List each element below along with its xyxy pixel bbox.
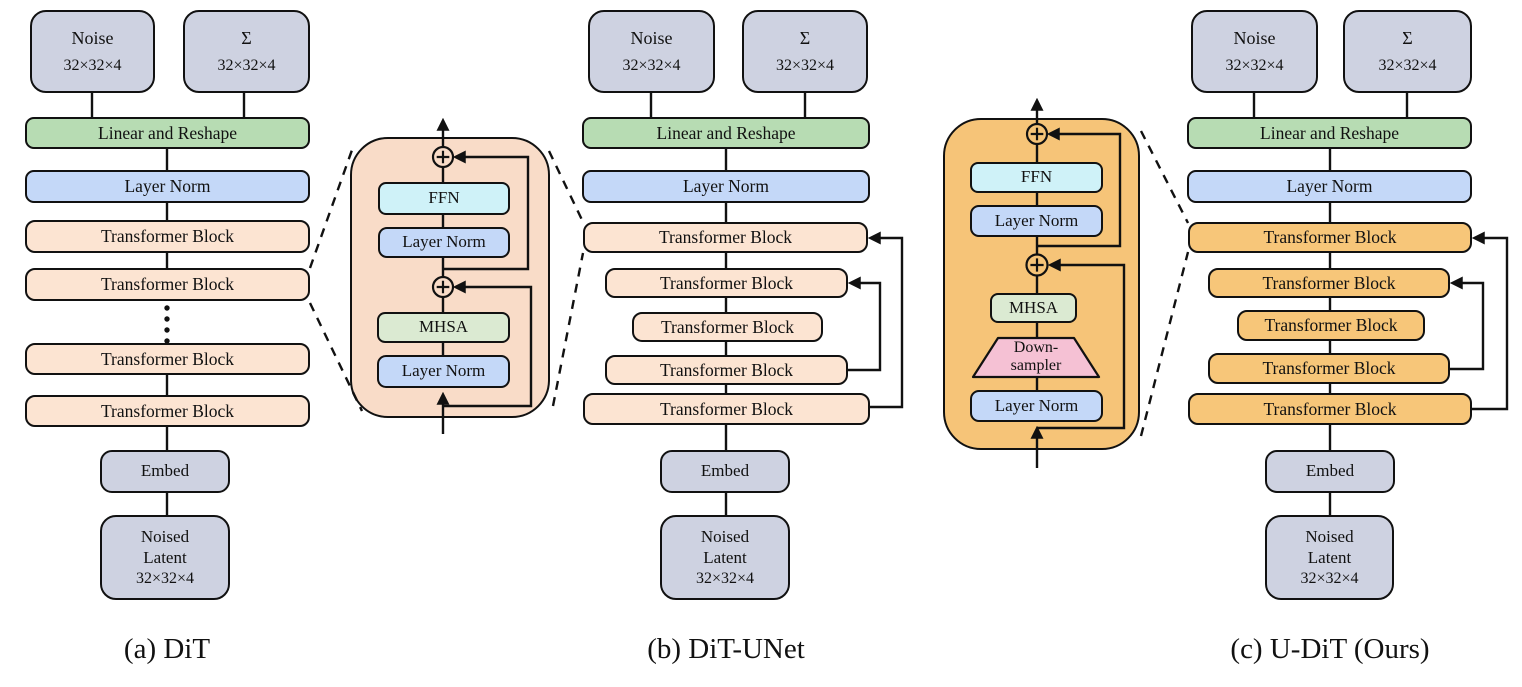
noised-line1: Noised bbox=[700, 526, 750, 546]
udit-transformer-block-2: Transformer Block bbox=[1208, 268, 1450, 298]
ellipsis-dots-icon bbox=[164, 305, 170, 344]
caption-dit: (a) DiT bbox=[123, 633, 211, 665]
circled-plus-icon bbox=[1025, 122, 1049, 146]
udit-inset-layer-norm-bottom: Layer Norm bbox=[970, 390, 1103, 422]
dit-unet-output-noise-box: Noise 32×32×4 bbox=[588, 10, 715, 93]
udit-output-noise-box: Noise 32×32×4 bbox=[1191, 10, 1318, 93]
circled-plus-icon bbox=[1025, 253, 1049, 277]
udit-inset-wires bbox=[1030, 97, 1126, 468]
zoom-dashed-lines-dit bbox=[308, 149, 585, 412]
dit-unet-layer-norm: Layer Norm bbox=[582, 170, 870, 203]
udit-transformer-block-4: Transformer Block bbox=[1208, 353, 1450, 384]
dit-unet-transformer-block-4: Transformer Block bbox=[605, 355, 848, 385]
udit-linear-reshape: Linear and Reshape bbox=[1187, 117, 1472, 149]
udit-transformer-block-1: Transformer Block bbox=[1188, 222, 1472, 253]
sigma-label: Σ bbox=[241, 27, 252, 48]
dit-transformer-block-1: Transformer Block bbox=[25, 220, 310, 253]
sigma-label: Σ bbox=[799, 27, 811, 48]
noised-line1: Noised bbox=[1305, 526, 1354, 546]
noised-line2: Latent bbox=[143, 547, 187, 567]
dit-unet-skip-connections bbox=[846, 231, 904, 409]
ffn-residual-skip bbox=[443, 150, 530, 271]
dit-unet-linear-reshape: Linear and Reshape bbox=[582, 117, 870, 149]
udit-skip-connections bbox=[1448, 231, 1509, 411]
udit-column-connectors bbox=[1252, 93, 1409, 517]
dit-unet-embed: Embed bbox=[660, 450, 790, 493]
dit-unet-transformer-block-3: Transformer Block bbox=[632, 312, 823, 342]
dit-unet-transformer-block-5: Transformer Block bbox=[583, 393, 870, 425]
zoom-dashed-lines-udit bbox=[1139, 130, 1190, 437]
mhsa-residual-skip bbox=[1037, 258, 1126, 430]
dit-column-connectors bbox=[90, 93, 246, 517]
dit-unet-transformer-block-2: Transformer Block bbox=[605, 268, 848, 298]
noised-shape: 32×32×4 bbox=[135, 570, 195, 588]
sigma-shape: 32×32×4 bbox=[217, 57, 276, 75]
noise-shape: 32×32×4 bbox=[1225, 57, 1284, 75]
noise-label: Noise bbox=[1233, 27, 1276, 48]
dit-unet-output-sigma-box: Σ 32×32×4 bbox=[742, 10, 868, 93]
caption-udit: (c) U-DiT (Ours) bbox=[1230, 633, 1430, 665]
dit-transformer-block-3: Transformer Block bbox=[25, 343, 310, 375]
udit-noised-latent-box: Noised Latent 32×32×4 bbox=[1265, 515, 1394, 600]
dit-inset-ffn: FFN bbox=[378, 182, 510, 215]
dit-unet-transformer-block-1: Transformer Block bbox=[583, 222, 868, 253]
dit-output-sigma-box: Σ 32×32×4 bbox=[183, 10, 310, 93]
circled-plus-icon bbox=[431, 145, 455, 169]
udit-inset-ffn: FFN bbox=[970, 162, 1103, 193]
udit-output-sigma-box: Σ 32×32×4 bbox=[1343, 10, 1472, 93]
dit-linear-reshape: Linear and Reshape bbox=[25, 117, 310, 149]
noised-line2: Latent bbox=[1307, 547, 1352, 567]
dit-inset-mhsa: MHSA bbox=[377, 312, 510, 343]
noised-shape: 32×32×4 bbox=[1300, 570, 1359, 588]
dit-transformer-block-4: Transformer Block bbox=[25, 395, 310, 427]
dit-transformer-block-2: Transformer Block bbox=[25, 268, 310, 301]
caption-dit-unet: (b) DiT-UNet bbox=[647, 633, 805, 665]
dit-inset-wires bbox=[436, 117, 533, 434]
dit-layer-norm: Layer Norm bbox=[25, 170, 310, 203]
noised-line1: Noised bbox=[140, 526, 190, 546]
udit-layer-norm: Layer Norm bbox=[1187, 170, 1472, 203]
dit-embed: Embed bbox=[100, 450, 230, 493]
noise-shape: 32×32×4 bbox=[622, 57, 681, 75]
sigma-label: Σ bbox=[1402, 27, 1413, 48]
udit-inset-mhsa: MHSA bbox=[990, 293, 1077, 323]
udit-transformer-block-3: Transformer Block bbox=[1237, 310, 1425, 341]
noise-label: Noise bbox=[71, 27, 114, 48]
noised-line2: Latent bbox=[703, 547, 747, 567]
dit-output-noise-box: Noise 32×32×4 bbox=[30, 10, 155, 93]
sigma-shape: 32×32×4 bbox=[775, 57, 835, 75]
ffn-residual-skip bbox=[1037, 127, 1122, 248]
udit-inset-layer-norm-top: Layer Norm bbox=[970, 205, 1103, 237]
circled-plus-icon bbox=[431, 275, 455, 299]
noise-shape: 32×32×4 bbox=[63, 57, 122, 75]
mhsa-residual-skip bbox=[443, 280, 533, 408]
udit-embed: Embed bbox=[1265, 450, 1395, 493]
downsampler-line1: Down- bbox=[1013, 339, 1059, 357]
udit-inset-downsampler-label: Down- sampler bbox=[973, 336, 1099, 378]
noise-label: Noise bbox=[630, 27, 673, 48]
dit-noised-latent-box: Noised Latent 32×32×4 bbox=[100, 515, 230, 600]
downsampler-trapezoid bbox=[971, 336, 1101, 379]
dit-inset-layer-norm-bottom: Layer Norm bbox=[377, 355, 510, 388]
dit-inset-layer-norm-top: Layer Norm bbox=[378, 227, 510, 258]
sigma-shape: 32×32×4 bbox=[1378, 57, 1437, 75]
udit-transformer-block-5: Transformer Block bbox=[1188, 393, 1472, 425]
noised-shape: 32×32×4 bbox=[695, 570, 755, 588]
downsampler-line2: sampler bbox=[1010, 357, 1062, 374]
dit-unet-noised-latent-box: Noised Latent 32×32×4 bbox=[660, 515, 790, 600]
